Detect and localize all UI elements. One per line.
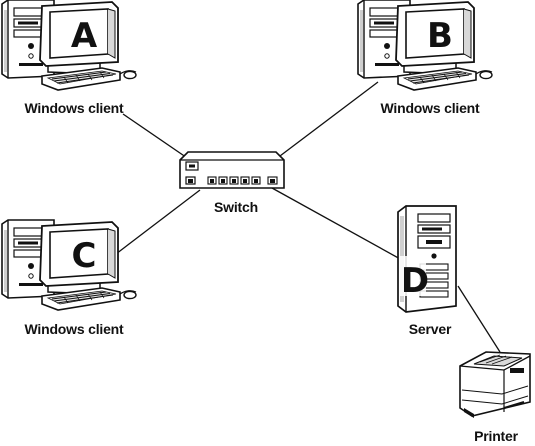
switch-label: Switch xyxy=(214,199,258,215)
client-c-computer-icon: C xyxy=(1,219,137,311)
server-label: Server xyxy=(408,321,452,337)
client-c-letter: C xyxy=(72,236,97,276)
link-b-switch xyxy=(271,81,379,163)
client-a-label: Windows client xyxy=(24,100,124,116)
client-c-label: Windows client xyxy=(24,321,124,337)
client-a-letter: A xyxy=(71,16,98,56)
client-b-letter: B xyxy=(427,16,453,56)
link-server-switch xyxy=(271,187,403,261)
link-server-printer xyxy=(457,285,501,353)
switch-icon xyxy=(179,151,285,189)
server-tower-icon: D xyxy=(397,205,457,313)
client-a-computer-icon: A xyxy=(1,0,137,91)
link-c-switch xyxy=(115,189,201,255)
client-b-computer-icon: B xyxy=(357,0,493,91)
client-b-label: Windows client xyxy=(380,100,480,116)
printer-icon xyxy=(459,351,531,418)
server-letter: D xyxy=(401,261,429,301)
printer-label: Printer xyxy=(474,428,518,444)
